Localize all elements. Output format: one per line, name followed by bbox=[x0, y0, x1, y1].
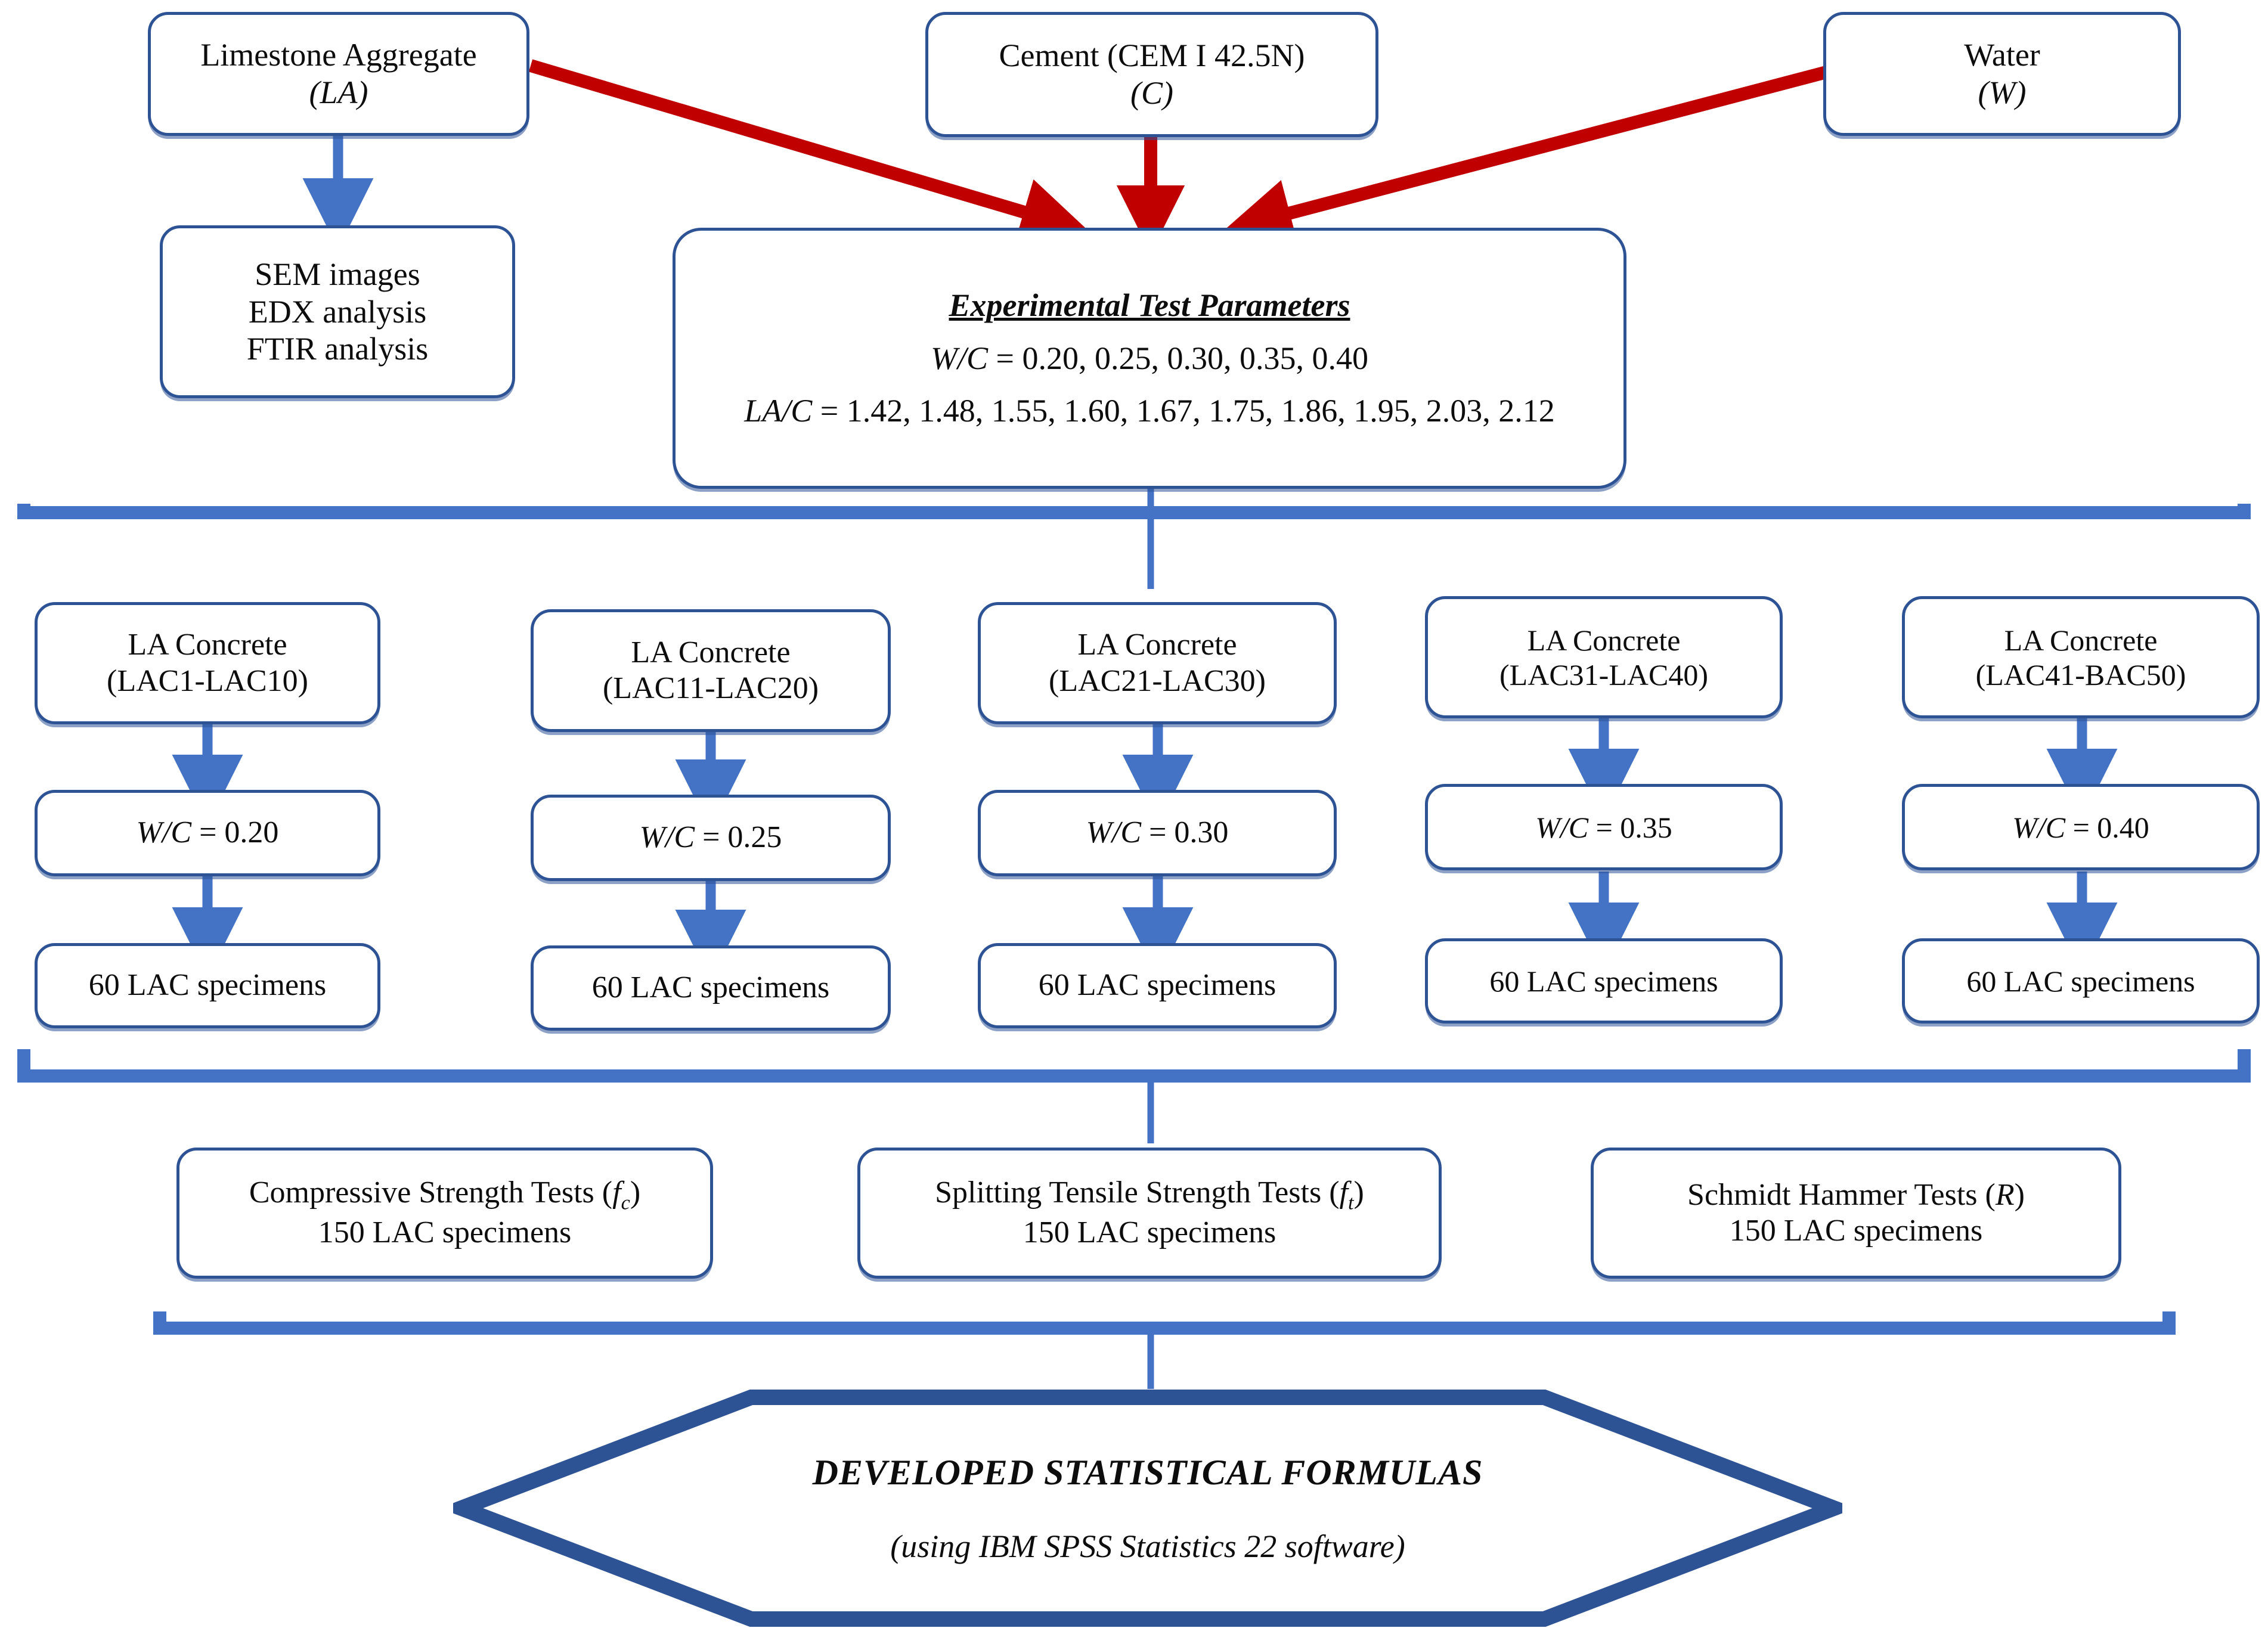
wc-ratio-2-value: 0.25 bbox=[727, 820, 782, 855]
mix-group-3-line2: (LAC21-LAC30) bbox=[1049, 663, 1266, 698]
water-label-line1: Water bbox=[1964, 37, 2040, 73]
wc-ratio-3-text: W/C = 0.30 bbox=[1086, 815, 1229, 850]
characterization-line-3: FTIR analysis bbox=[246, 331, 429, 367]
mix-group-5-line2: (LAC41-BAC50) bbox=[1975, 658, 2186, 691]
test-3-name: Schmidt Hammer Tests bbox=[1687, 1177, 1978, 1212]
node-wc-ratio-2[interactable]: W/C = 0.25 bbox=[531, 795, 891, 881]
mix-group-5-line1: LA Concrete bbox=[2004, 623, 2158, 657]
cement-label-line2: (C) bbox=[1130, 75, 1173, 111]
wc-ratio-1-value: 0.20 bbox=[224, 815, 279, 850]
node-specimens-1[interactable]: 60 LAC specimens bbox=[35, 943, 380, 1028]
node-mix-group-1[interactable]: LA Concrete (LAC1-LAC10) bbox=[35, 602, 380, 724]
wc-ratio-4-label: W/C bbox=[1535, 810, 1589, 844]
node-wc-ratio-5[interactable]: W/C = 0.40 bbox=[1902, 784, 2260, 870]
bracket-parameters-to-mixes bbox=[17, 477, 2251, 589]
specimens-1-label: 60 LAC specimens bbox=[88, 968, 327, 1003]
test-3-title: Schmidt Hammer Tests (R) bbox=[1687, 1177, 2025, 1212]
node-mix-group-4[interactable]: LA Concrete (LAC31-LAC40) bbox=[1425, 596, 1783, 718]
bracket-mixes-to-tests bbox=[17, 1049, 2251, 1143]
node-experimental-test-parameters[interactable]: Experimental Test Parameters W/C = 0.20,… bbox=[673, 228, 1626, 489]
mix-group-4-line1: LA Concrete bbox=[1527, 623, 1681, 657]
node-characterization-analyses[interactable]: SEM images EDX analysis FTIR analysis bbox=[160, 225, 515, 398]
bracket-tests-to-outcome bbox=[153, 1311, 2176, 1389]
node-specimens-4[interactable]: 60 LAC specimens bbox=[1425, 938, 1783, 1024]
specimens-5-label: 60 LAC specimens bbox=[1966, 964, 2195, 998]
wc-ratio-5-text: W/C = 0.40 bbox=[2012, 810, 2149, 844]
water-label-line2: (W) bbox=[1978, 75, 2027, 110]
parameters-heading: Experimental Test Parameters bbox=[949, 287, 1350, 324]
test-2-name: Splitting Tensile Strength Tests bbox=[935, 1176, 1322, 1210]
node-specimens-5[interactable]: 60 LAC specimens bbox=[1902, 938, 2260, 1024]
specimens-3-label: 60 LAC specimens bbox=[1038, 968, 1276, 1003]
wc-ratio-3-label: W/C bbox=[1086, 815, 1142, 850]
test-1-specimens: 150 LAC specimens bbox=[318, 1215, 572, 1250]
parameters-lac-row: LA/C = 1.42, 1.48, 1.55, 1.60, 1.67, 1.7… bbox=[744, 393, 1555, 429]
hexagon-shape bbox=[453, 1390, 1842, 1627]
node-wc-ratio-1[interactable]: W/C = 0.20 bbox=[35, 790, 380, 876]
mix-group-2-line2: (LAC11-LAC20) bbox=[602, 671, 819, 705]
mix-group-4-line2: (LAC31-LAC40) bbox=[1499, 658, 1708, 691]
node-specimens-2[interactable]: 60 LAC specimens bbox=[531, 945, 891, 1031]
wc-ratio-1-text: W/C = 0.20 bbox=[136, 815, 279, 850]
wc-ratio-3-value: 0.30 bbox=[1174, 815, 1229, 850]
wc-ratio-1-label: W/C bbox=[136, 815, 192, 850]
node-water[interactable]: Water (W) bbox=[1823, 12, 2181, 136]
characterization-line-2: EDX analysis bbox=[248, 293, 427, 330]
node-wc-ratio-3[interactable]: W/C = 0.30 bbox=[978, 790, 1337, 876]
mix-group-1-line2: (LAC1-LAC10) bbox=[107, 663, 308, 698]
limestone-label-line1: Limestone Aggregate bbox=[200, 37, 477, 73]
specimens-4-label: 60 LAC specimens bbox=[1489, 964, 1718, 998]
mix-group-3-line1: LA Concrete bbox=[1077, 628, 1237, 662]
node-test-splitting-tensile[interactable]: Splitting Tensile Strength Tests (ft) 15… bbox=[857, 1148, 1442, 1279]
characterization-line-1: SEM images bbox=[255, 256, 420, 293]
test-3-specimens: 150 LAC specimens bbox=[1729, 1214, 1983, 1248]
parameters-wc-label: W/C bbox=[931, 340, 989, 376]
test-2-subscript: t bbox=[1347, 1191, 1354, 1214]
node-test-compressive-strength[interactable]: Compressive Strength Tests (fc) 150 LAC … bbox=[176, 1148, 713, 1279]
node-specimens-3[interactable]: 60 LAC specimens bbox=[978, 943, 1337, 1028]
parameters-lac-values: 1.42, 1.48, 1.55, 1.60, 1.67, 1.75, 1.86… bbox=[846, 393, 1555, 429]
node-limestone-aggregate[interactable]: Limestone Aggregate (LA) bbox=[148, 12, 529, 136]
wc-ratio-5-value: 0.40 bbox=[2097, 810, 2149, 844]
wc-ratio-4-value: 0.35 bbox=[1620, 810, 1672, 844]
specimens-2-label: 60 LAC specimens bbox=[591, 970, 830, 1005]
mix-group-1-line1: LA Concrete bbox=[128, 628, 287, 662]
test-1-name: Compressive Strength Tests bbox=[249, 1176, 594, 1210]
wc-ratio-2-label: W/C bbox=[639, 820, 695, 855]
test-3-symbol: R bbox=[1995, 1177, 2015, 1212]
test-2-title: Splitting Tensile Strength Tests (ft) bbox=[935, 1176, 1364, 1214]
node-mix-group-2[interactable]: LA Concrete (LAC11-LAC20) bbox=[531, 609, 891, 732]
node-mix-group-3[interactable]: LA Concrete (LAC21-LAC30) bbox=[978, 602, 1337, 724]
test-2-specimens: 150 LAC specimens bbox=[1023, 1215, 1276, 1250]
mix-group-2-line1: LA Concrete bbox=[631, 635, 791, 669]
node-developed-statistical-formulas[interactable]: DEVELOPED STATISTICAL FORMULAS (using IB… bbox=[453, 1389, 1842, 1627]
wc-ratio-2-text: W/C = 0.25 bbox=[639, 820, 782, 855]
limestone-label-line2: (LA) bbox=[309, 75, 368, 110]
test-1-subscript: c bbox=[621, 1191, 630, 1214]
test-1-title: Compressive Strength Tests (fc) bbox=[249, 1176, 641, 1214]
parameters-wc-row: W/C = 0.20, 0.25, 0.30, 0.35, 0.40 bbox=[931, 340, 1368, 376]
parameters-lac-label: LA/C bbox=[744, 393, 813, 429]
test-2-symbol: f bbox=[1339, 1176, 1348, 1210]
node-cement[interactable]: Cement (CEM I 42.5N) (C) bbox=[925, 12, 1378, 137]
node-test-schmidt-hammer[interactable]: Schmidt Hammer Tests (R) 150 LAC specime… bbox=[1591, 1148, 2121, 1279]
node-mix-group-5[interactable]: LA Concrete (LAC41-BAC50) bbox=[1902, 596, 2260, 718]
parameters-wc-values: 0.20, 0.25, 0.30, 0.35, 0.40 bbox=[1022, 340, 1368, 376]
cement-label-line1: Cement (CEM I 42.5N) bbox=[999, 38, 1305, 74]
node-wc-ratio-4[interactable]: W/C = 0.35 bbox=[1425, 784, 1783, 870]
wc-ratio-4-text: W/C = 0.35 bbox=[1535, 810, 1672, 844]
test-1-symbol: f bbox=[612, 1176, 621, 1210]
wc-ratio-5-label: W/C bbox=[2012, 810, 2066, 844]
